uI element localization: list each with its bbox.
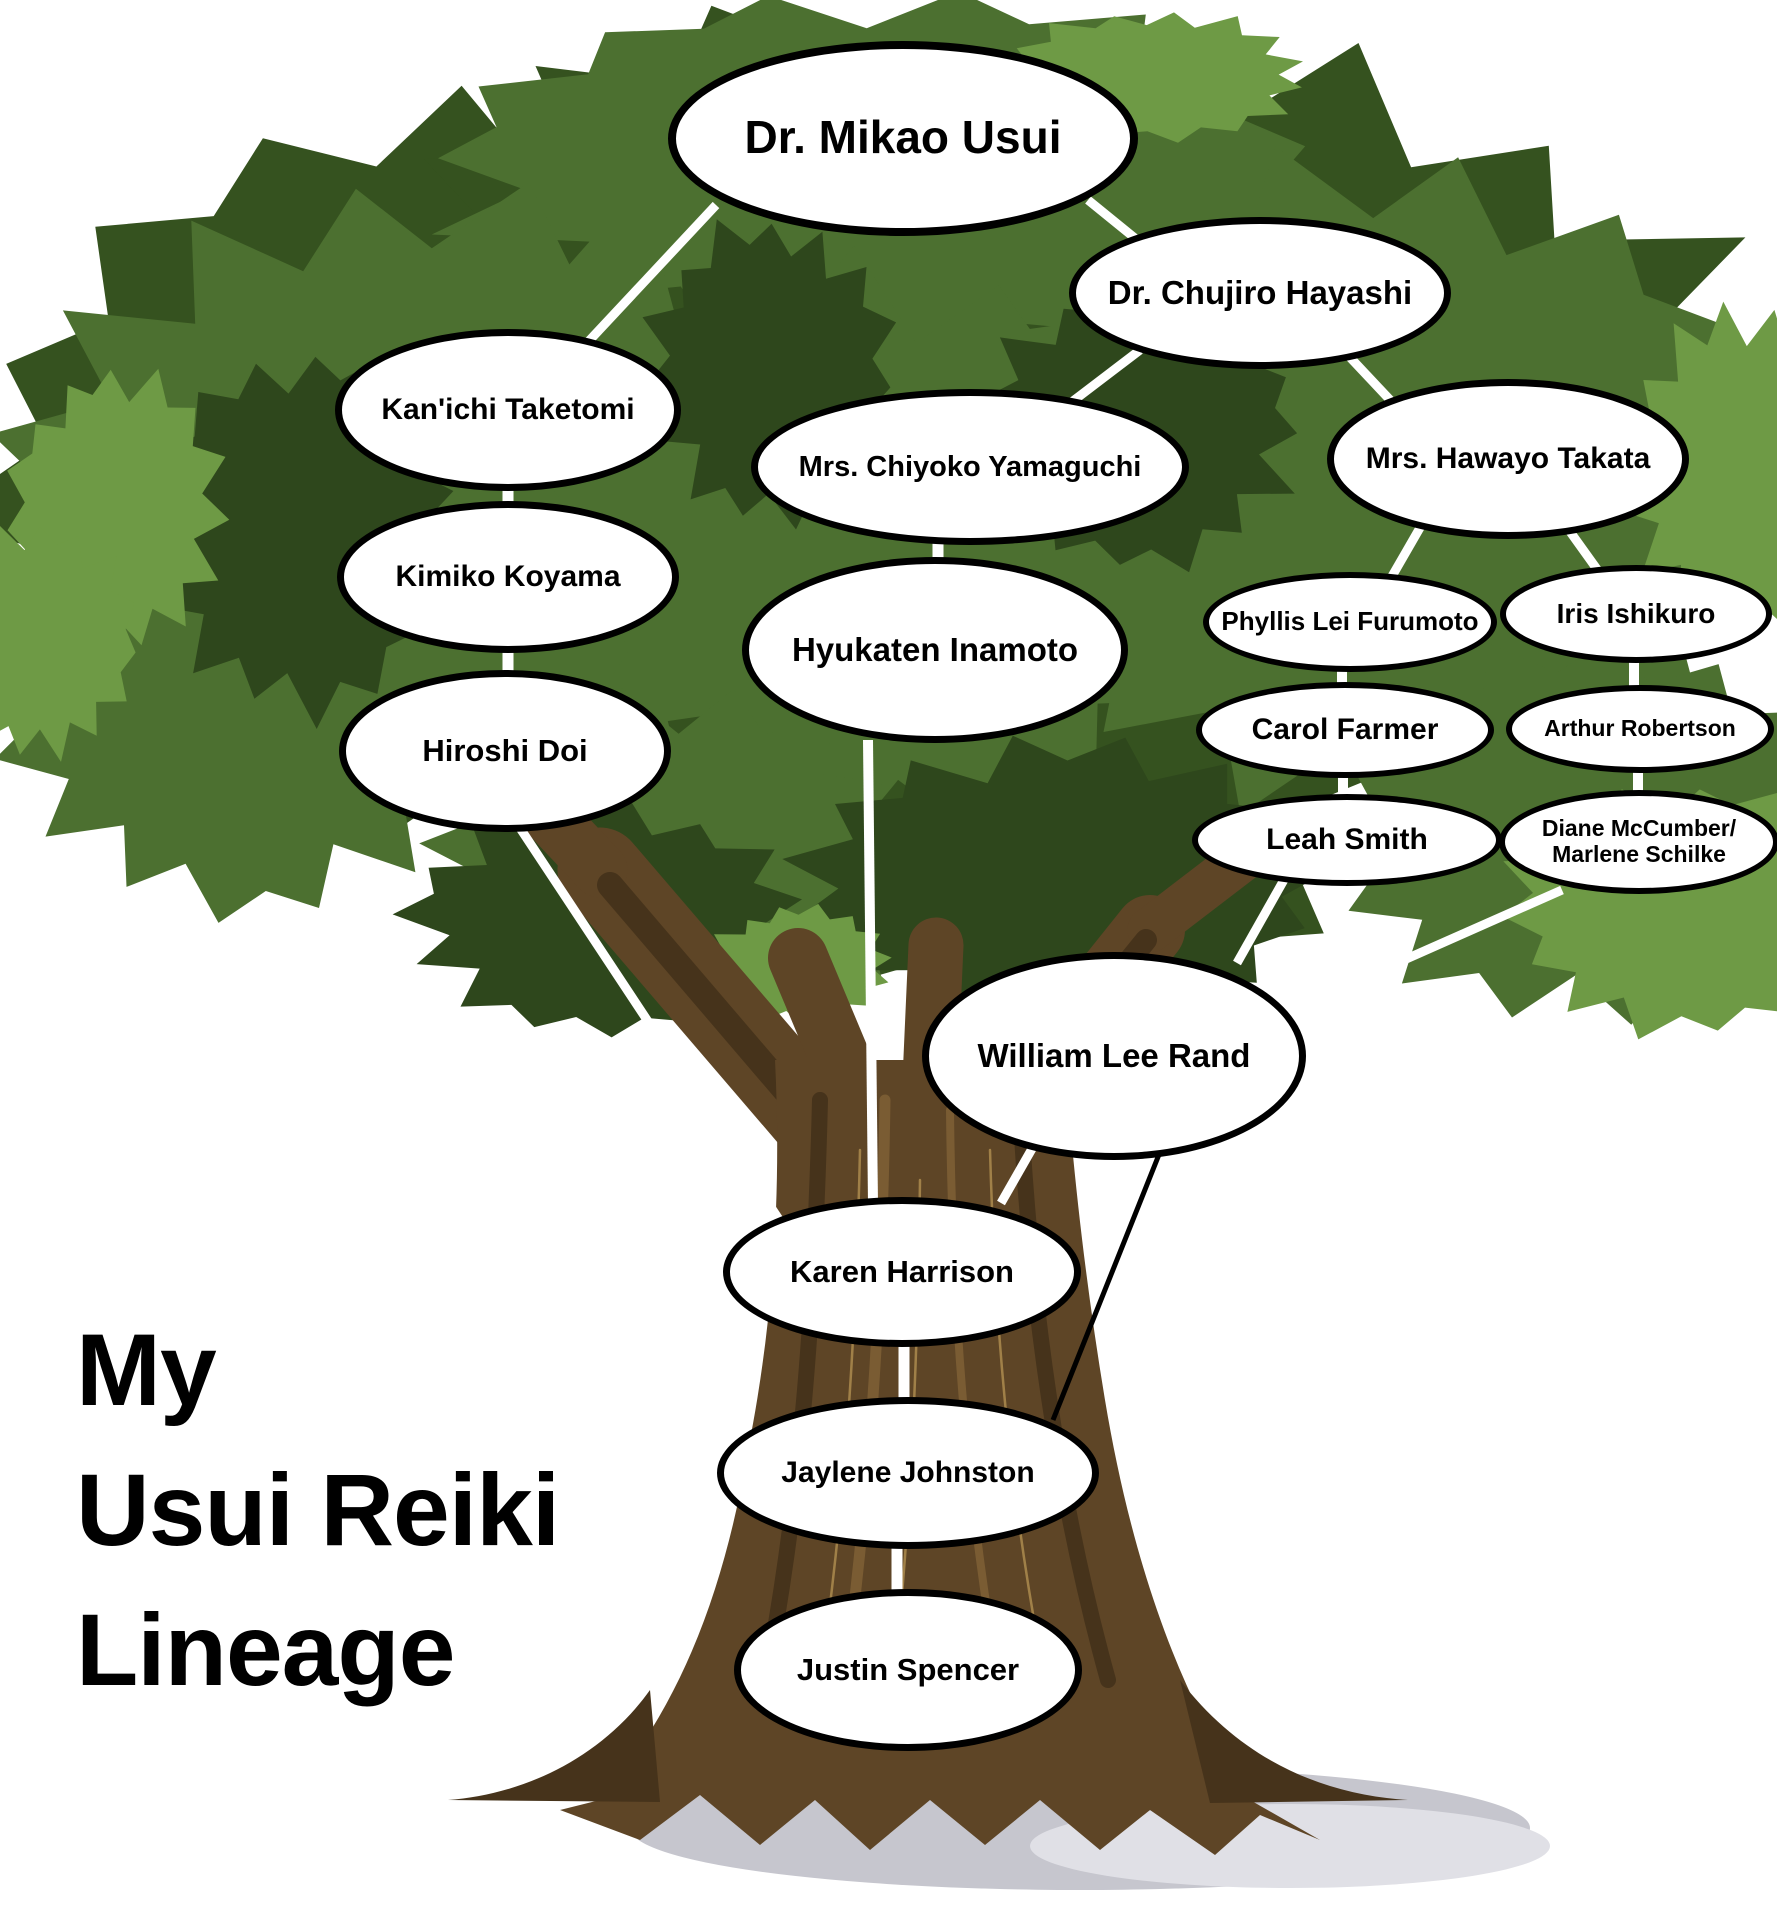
node-smith: Leah Smith — [1192, 794, 1502, 886]
node-label: Mrs. Chiyoko Yamaguchi — [798, 450, 1142, 483]
node-koyama: Kimiko Koyama — [337, 501, 679, 653]
node-inamoto: Hyukaten Inamoto — [742, 557, 1128, 743]
node-yamaguchi: Mrs. Chiyoko Yamaguchi — [751, 389, 1189, 545]
node-label: Justin Spencer — [796, 1651, 1020, 1687]
node-taketomi: Kan'ichi Taketomi — [335, 329, 681, 491]
edge-rand-harrison — [997, 1144, 1037, 1206]
node-label: Karen Harrison — [790, 1253, 1014, 1289]
edge-usui-taketomi — [584, 201, 720, 346]
edge-inamoto-harrison — [863, 739, 878, 1206]
node-label: Kan'ichi Taketomi — [381, 393, 635, 427]
edge-takata-furumoto — [1387, 523, 1425, 581]
node-harrison: Karen Harrison — [723, 1197, 1081, 1347]
node-label: Dr. Mikao Usui — [744, 111, 1062, 164]
edge-smith-rand — [1233, 875, 1289, 966]
node-johnston: Jaylene Johnston — [717, 1397, 1099, 1549]
node-usui: Dr. Mikao Usui — [668, 40, 1138, 236]
node-label: Iris Ishikuro — [1556, 598, 1716, 630]
node-farmer: Carol Farmer — [1196, 682, 1494, 778]
title-line-1: My — [76, 1313, 217, 1427]
title-line-3: Lineage — [76, 1593, 455, 1707]
node-label: Dr. Chujiro Hayashi — [1107, 273, 1413, 311]
node-label: Hyukaten Inamoto — [791, 630, 1079, 668]
node-label: William Lee Rand — [977, 1036, 1251, 1074]
node-label-line2: Marlene Schilke — [1552, 841, 1726, 867]
edge-mccumber-rand — [1298, 885, 1564, 1011]
edge-doi-harrison — [516, 825, 790, 1233]
node-mccumber: Diane McCumber/Marlene Schilke — [1499, 790, 1777, 894]
node-spencer: Justin Spencer — [734, 1589, 1082, 1751]
node-robertson: Arthur Robertson — [1506, 685, 1774, 773]
node-label: Hiroshi Doi — [422, 732, 588, 768]
node-label: Kimiko Koyama — [395, 560, 621, 594]
node-label: Jaylene Johnston — [781, 1456, 1035, 1490]
node-rand: William Lee Rand — [922, 952, 1306, 1160]
edge-rand-johnston — [1050, 1151, 1163, 1421]
node-furumoto: Phyllis Lei Furumoto — [1203, 572, 1497, 672]
node-takata: Mrs. Hawayo Takata — [1327, 379, 1689, 539]
node-label: Phyllis Lei Furumoto — [1221, 606, 1479, 637]
title-line-2: Usui Reiki — [76, 1453, 560, 1567]
node-ishikuro: Iris Ishikuro — [1500, 565, 1772, 663]
node-label: Leah Smith — [1266, 823, 1428, 857]
node-label: Carol Farmer — [1251, 713, 1439, 747]
node-label: Diane McCumber/ — [1541, 815, 1737, 842]
node-hayashi: Dr. Chujiro Hayashi — [1069, 217, 1451, 369]
edge-hayashi-takata — [1341, 348, 1396, 406]
node-label: Mrs. Hawayo Takata — [1365, 442, 1651, 476]
node-label: Arthur Robertson — [1544, 715, 1736, 742]
diagram-title: My Usui Reiki Lineage — [76, 1300, 560, 1720]
node-doi: Hiroshi Doi — [339, 670, 671, 832]
